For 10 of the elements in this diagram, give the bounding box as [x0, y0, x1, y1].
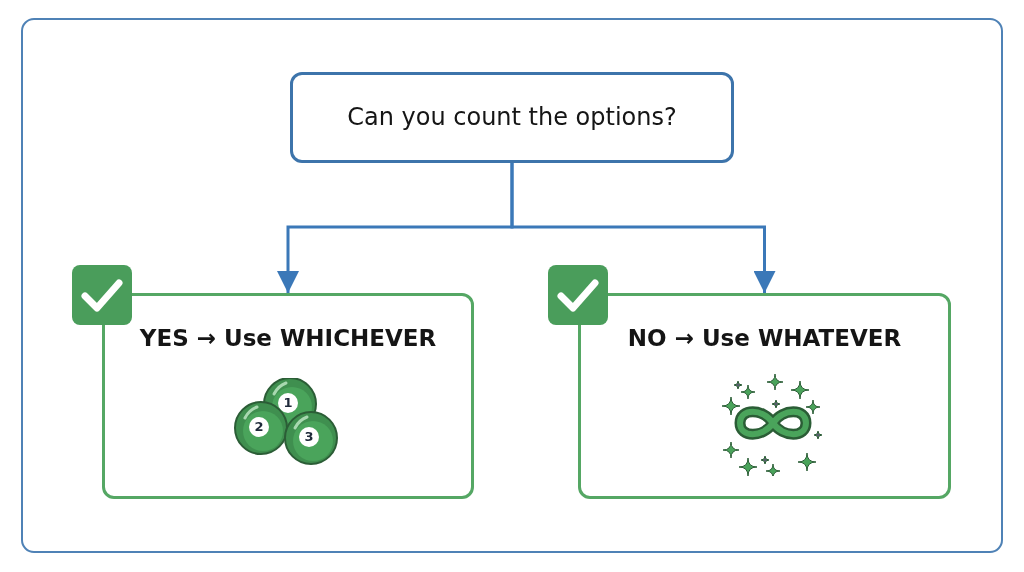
answer-heading: YES → Use WHICHEVER [138, 325, 438, 351]
ball-number: 3 [303, 428, 315, 446]
ball-number: 2 [253, 418, 265, 436]
answer-box [102, 293, 474, 499]
question-text: Can you count the options? [346, 103, 678, 131]
ball-number: 1 [282, 394, 294, 412]
answer-heading: NO → Use WHATEVER [626, 325, 903, 351]
connector-arrow [510, 163, 776, 293]
question-box [290, 72, 734, 163]
answer-box [578, 293, 951, 499]
